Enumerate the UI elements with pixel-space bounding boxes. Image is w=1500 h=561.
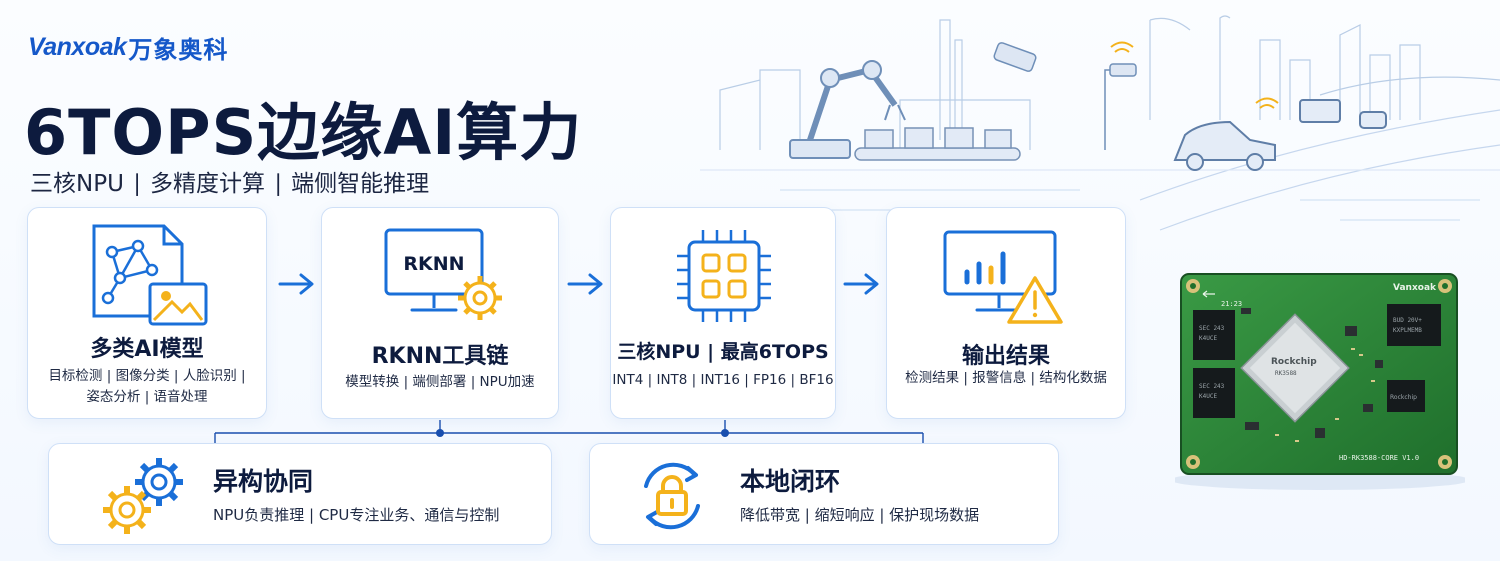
svg-text:SEC 243: SEC 243 xyxy=(1199,383,1225,390)
arrow-right-icon xyxy=(843,273,879,295)
rk3588-core-board-image: Vanxoak 21:23 SEC 243 K4UCE SEC 243 K4UC… xyxy=(1175,273,1465,490)
board-corner-label: 21:23 xyxy=(1221,300,1242,308)
arrow-right-icon xyxy=(278,273,314,295)
flow-card-title: 三核NPU | 最高6TOPS xyxy=(617,341,829,363)
flow-connector-lines xyxy=(214,420,924,446)
svg-text:BUD 20V+: BUD 20V+ xyxy=(1393,317,1422,324)
pmic-label: Rockchip xyxy=(1390,394,1417,401)
rknn-icon-text: RKNN xyxy=(403,253,464,275)
brand-name-en: Vanxoak xyxy=(28,33,127,61)
ai-model-document-icon xyxy=(92,224,208,326)
svg-text:KXPLMEMB: KXPLMEMB xyxy=(1393,327,1422,334)
flow-card-output: 输出结果 检测结果 | 报警信息 | 结构化数据 xyxy=(886,207,1126,419)
flow-card-title: 多类AI模型 xyxy=(90,337,204,362)
results-monitor-alert-icon xyxy=(943,230,1063,324)
chip-brand-label: Rockchip xyxy=(1271,357,1317,367)
feature-card-heterogeneous: 异构协同 NPU负责推理 | CPU专注业务、通信与控制 xyxy=(48,443,552,545)
flow-card-title: 输出结果 xyxy=(961,344,1050,369)
flow-card-desc-line1: 模型转换 | 端侧部署 | NPU加速 xyxy=(345,374,535,390)
chip-model-label: RK3588 xyxy=(1275,370,1297,377)
hero-subtitle: 三核NPU ∣ 多精度计算 ∣ 端侧智能推理 xyxy=(30,171,430,197)
flow-card-desc-line1: 检测结果 | 报警信息 | 结构化数据 xyxy=(905,370,1107,386)
flow-card-title: RKNN工具链 xyxy=(371,344,509,369)
flow-card-npu: 三核NPU | 最高6TOPS INT4 | INT8 | INT16 | FP… xyxy=(610,207,836,419)
flow-card-rknn-toolchain: RKNN RKNN工具链 模型转换 | 端侧部署 | NPU加速 xyxy=(321,207,559,419)
feature-card-desc: NPU负责推理 | CPU专注业务、通信与控制 xyxy=(213,506,500,524)
svg-text:SEC 243: SEC 243 xyxy=(1199,325,1225,332)
feature-card-title: 异构协同 xyxy=(213,467,314,496)
brand-name-cn: 万象奥科 xyxy=(128,36,229,64)
flow-card-desc-line1: INT4 | INT8 | INT16 | FP16 | BF16 xyxy=(612,372,834,388)
lock-cycle-icon xyxy=(644,462,700,530)
board-brand-label: Vanxoak xyxy=(1393,283,1437,293)
npu-chip-icon xyxy=(677,230,771,322)
gears-icon xyxy=(103,458,183,534)
arrow-right-icon xyxy=(567,273,603,295)
hero-title: 6TOPS边缘AI算力 xyxy=(24,96,583,169)
flow-card-desc-line1: 目标检测 | 图像分类 | 人脸识别 | xyxy=(48,368,246,384)
feature-card-title: 本地闭环 xyxy=(740,467,841,496)
svg-text:K4UCE: K4UCE xyxy=(1199,393,1217,400)
board-model-label: HD-RK3588-CORE V1.0 xyxy=(1339,454,1419,462)
feature-card-desc: 降低带宽 | 缩短响应 | 保护现场数据 xyxy=(740,506,980,524)
rknn-monitor-icon: RKNN xyxy=(384,228,502,320)
flow-card-ai-models: 多类AI模型 目标检测 | 图像分类 | 人脸识别 | 姿态分析 | 语音处理 xyxy=(27,207,267,419)
flow-card-desc-line2: 姿态分析 | 语音处理 xyxy=(86,389,208,405)
feature-card-local-loop: 本地闭环 降低带宽 | 缩短响应 | 保护现场数据 xyxy=(589,443,1059,545)
industrial-city-illustration xyxy=(700,15,1500,231)
brand-logo: Vanxoak 万象奥科 xyxy=(28,30,228,65)
svg-text:K4UCE: K4UCE xyxy=(1199,335,1217,342)
